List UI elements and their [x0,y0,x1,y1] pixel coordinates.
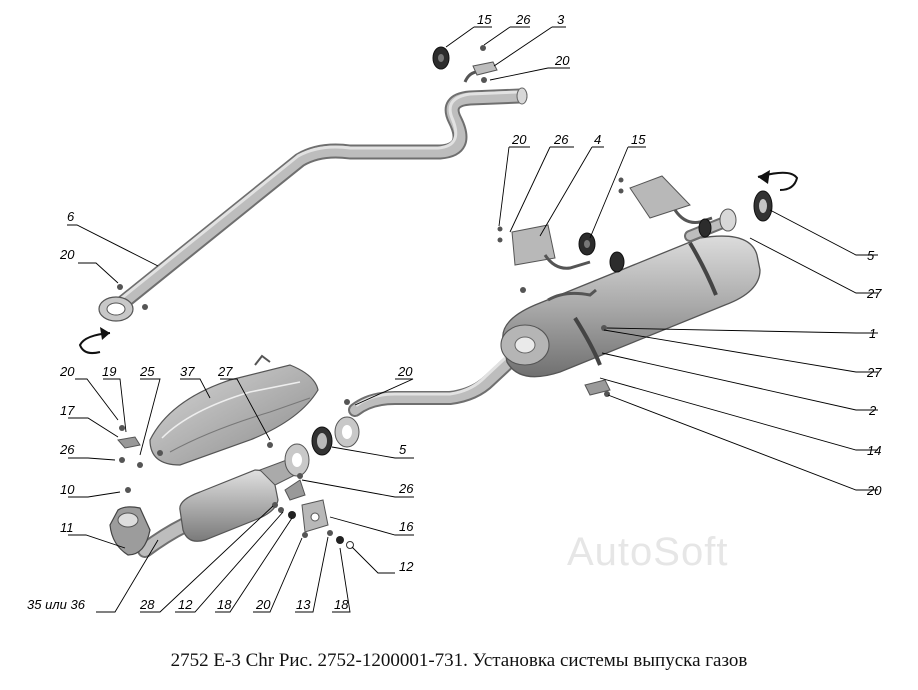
callout-5-front: 5 [399,442,407,457]
callout-18-right: 18 [334,597,349,612]
callout-26-cat: 26 [398,481,414,496]
rotation-arrow-front [78,332,111,355]
rear-muffler [311,175,773,456]
callout-20-right: 20 [866,483,882,498]
catalytic-converter [109,399,354,558]
callout-18-left: 18 [217,597,232,612]
callout-26-left: 26 [59,442,75,457]
callout-20-shield: 20 [59,364,75,379]
muffler-strap-front [573,316,602,366]
callout-37: 37 [180,364,195,379]
callout-27-rear: 27 [866,286,882,301]
front-pipe-outlet [516,87,528,105]
muffler-label-bolt [601,325,607,331]
callout-27-mid: 27 [866,365,882,380]
bolt-26-top [480,45,486,51]
callout-1: 1 [869,326,876,341]
watermark: AutoSoft [567,530,729,574]
nut-20-rear [604,391,610,397]
callout-20-flange: 20 [397,364,413,379]
rotation-arrows [78,170,799,355]
figure-caption: 2752 E-3 Chr Рис. 2752-1200001-731. Уста… [170,650,748,671]
callout-13: 13 [296,597,311,612]
callout-26-top: 26 [515,12,531,27]
callout-3: 3 [557,12,565,27]
tailpipe-end [719,208,737,232]
callout-4: 4 [594,132,601,147]
callout-15-top: 15 [477,12,492,27]
callout-6: 6 [67,209,75,224]
leader-lines [67,26,878,613]
callout-35-36: 35 или 36 [27,597,86,612]
hanger-bracket-rear [629,175,691,219]
callout-11: 11 [60,520,74,535]
callout-27-shield: 27 [217,364,233,379]
rotation-arrow-rear [757,171,799,191]
callout-16: 16 [399,519,414,534]
heat-shield [149,354,319,466]
callout-12-bottom: 12 [178,597,193,612]
hanger-bracket-4 [511,224,556,266]
callout-2: 2 [868,403,877,418]
front-pipe [98,45,528,322]
callout-20-bottom: 20 [255,597,271,612]
bolt-28 [272,502,278,508]
nut-20-top [481,77,487,83]
callout-10: 10 [60,482,75,497]
muffler-strap-rear [688,241,718,296]
callout-20-left: 20 [59,247,75,262]
callout-5-rear: 5 [867,248,875,263]
callout-12-right: 12 [399,559,414,574]
bolt-10 [125,487,131,493]
callout-20-mid: 20 [511,132,527,147]
callout-17: 17 [60,403,75,418]
callout-14: 14 [867,443,881,458]
callout-28: 28 [139,597,155,612]
callout-25: 25 [139,364,155,379]
callout-26-mid: 26 [553,132,569,147]
callout-20-top: 20 [554,53,570,68]
callout-labels: 15 26 3 20 20 26 4 15 6 20 5 27 1 27 2 1… [27,12,882,612]
callout-19: 19 [102,364,116,379]
callout-15-mid: 15 [631,132,646,147]
